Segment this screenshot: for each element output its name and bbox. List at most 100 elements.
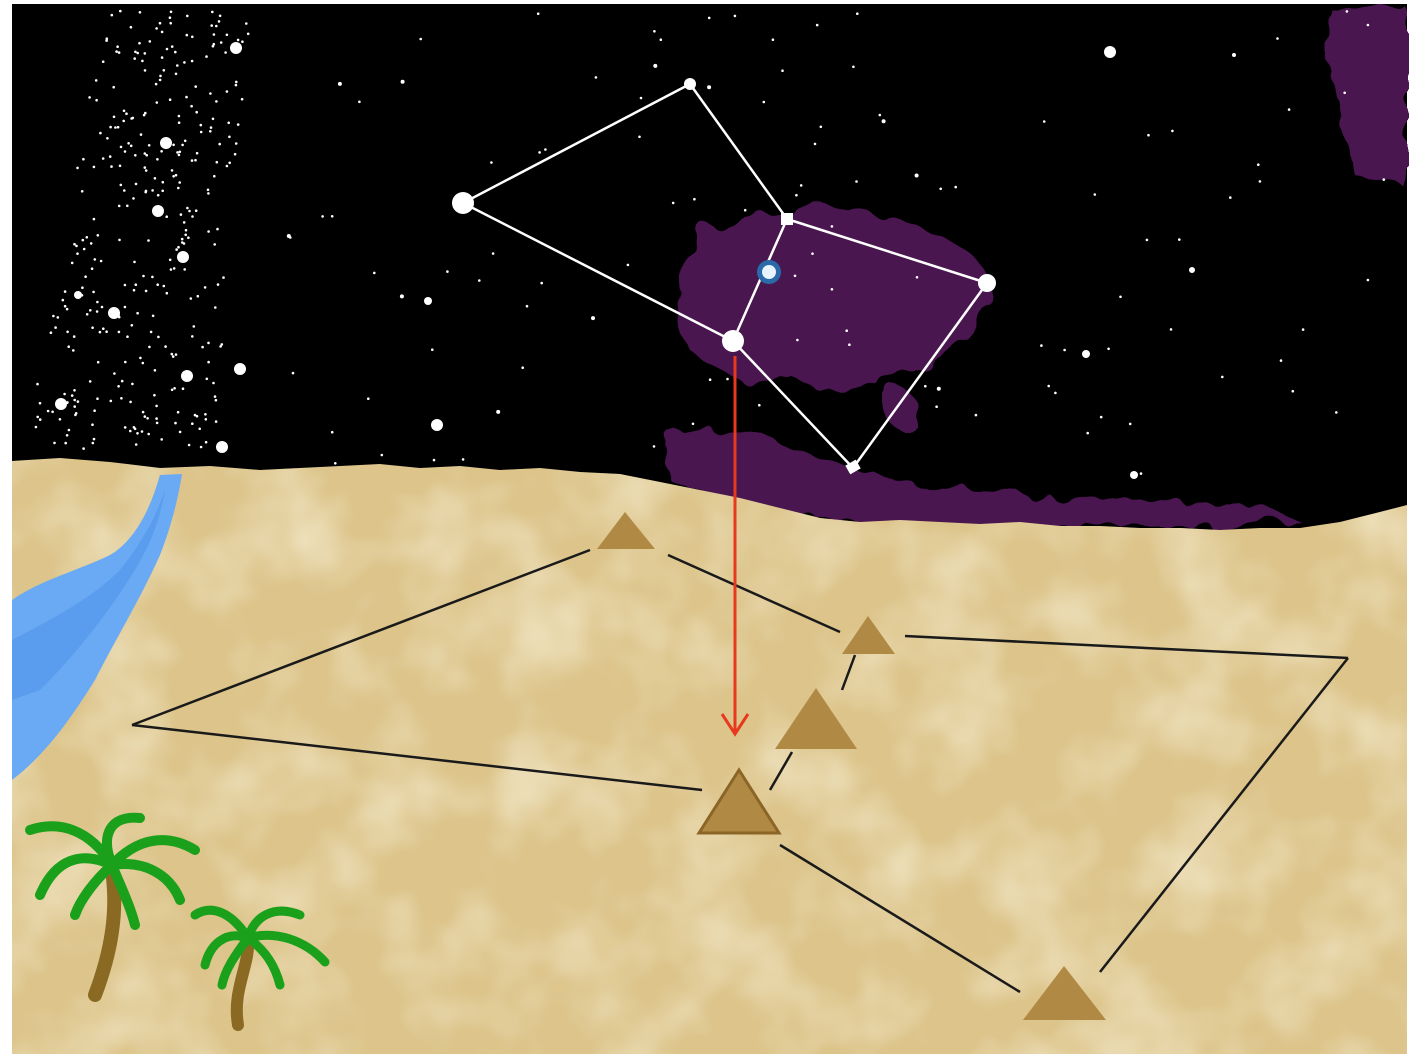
star-icon [1054,392,1057,395]
star-icon [1367,24,1370,27]
star-icon [490,161,493,164]
star-icon [130,26,133,29]
star-icon [161,31,164,34]
star-icon [200,446,203,449]
star-icon [183,61,186,64]
star-icon [193,325,196,328]
star-icon [101,306,104,309]
star-icon [173,387,176,390]
star-icon [1043,120,1046,123]
star-icon [121,380,124,383]
star-icon [141,60,144,63]
star-icon [96,310,99,313]
star-icon [173,267,176,270]
star-icon [63,393,66,396]
star-icon [226,165,229,168]
star-icon [653,64,657,68]
star-icon [196,152,199,155]
star-icon [141,430,144,433]
star-icon [179,431,182,434]
star-icon [544,148,547,151]
star-icon [95,79,98,82]
star-icon [882,119,886,123]
star-icon [73,405,76,408]
star-icon [795,194,798,197]
star-icon [149,40,152,43]
star-icon [708,17,711,20]
star-icon [73,243,76,246]
star-icon [82,158,85,161]
star-icon [200,124,203,127]
star-icon [237,123,240,126]
star-icon [129,401,132,404]
star-icon [1259,180,1262,183]
star-icon [134,154,137,157]
star-icon [187,236,190,239]
star-icon [856,12,859,15]
star-icon [126,205,129,208]
star-icon [201,346,204,349]
star-icon [937,387,941,391]
star-icon [169,98,172,101]
star-icon [169,22,172,25]
star-icon [180,213,183,216]
star-icon [183,268,186,271]
star-icon [143,114,146,117]
star-icon [136,432,139,435]
star-icon [81,190,84,193]
star-icon [97,361,100,364]
star-icon [36,416,39,419]
star-icon [99,331,102,334]
star-icon [135,283,138,286]
star-icon [86,313,89,316]
star-icon [178,121,181,124]
star-icon [226,90,229,93]
star-icon [182,387,185,390]
star-icon [1086,432,1089,435]
star-icon [94,258,97,261]
star-icon [478,279,481,282]
star-icon [71,394,74,397]
star-icon [151,276,154,279]
star-icon [845,329,848,332]
star-icon [159,75,162,78]
star-icon [419,38,422,41]
star-icon [595,76,598,79]
star-icon [68,429,71,432]
star-icon [136,312,139,315]
star-icon [91,267,94,270]
star-icon [234,363,246,375]
star-icon [159,22,162,25]
star-icon [190,105,193,108]
star-icon [1100,416,1103,419]
star-icon [156,158,159,161]
star-icon [145,169,148,172]
star-icon [117,126,120,129]
star-icon [83,248,86,251]
star-icon [758,404,761,407]
star-icon [228,136,231,139]
star-icon [86,236,89,239]
star-icon [692,423,695,426]
star-icon [132,117,135,120]
star-icon [155,27,158,30]
star-icon [185,96,188,99]
star-icon [207,189,210,192]
star-icon [334,462,337,465]
star-icon [684,78,696,90]
star-icon [54,326,57,329]
star-icon [171,169,174,172]
star-icon [220,41,223,44]
star-icon [1147,134,1150,137]
star-icon [939,188,942,191]
star-icon [1292,390,1295,393]
star-icon [132,197,135,200]
star-icon [64,290,67,293]
star-icon [213,175,216,178]
star-icon [147,239,150,242]
star-icon [204,413,207,416]
star-icon [71,262,74,265]
star-icon [66,434,69,437]
star-icon [1276,37,1279,40]
star-icon [198,428,201,431]
